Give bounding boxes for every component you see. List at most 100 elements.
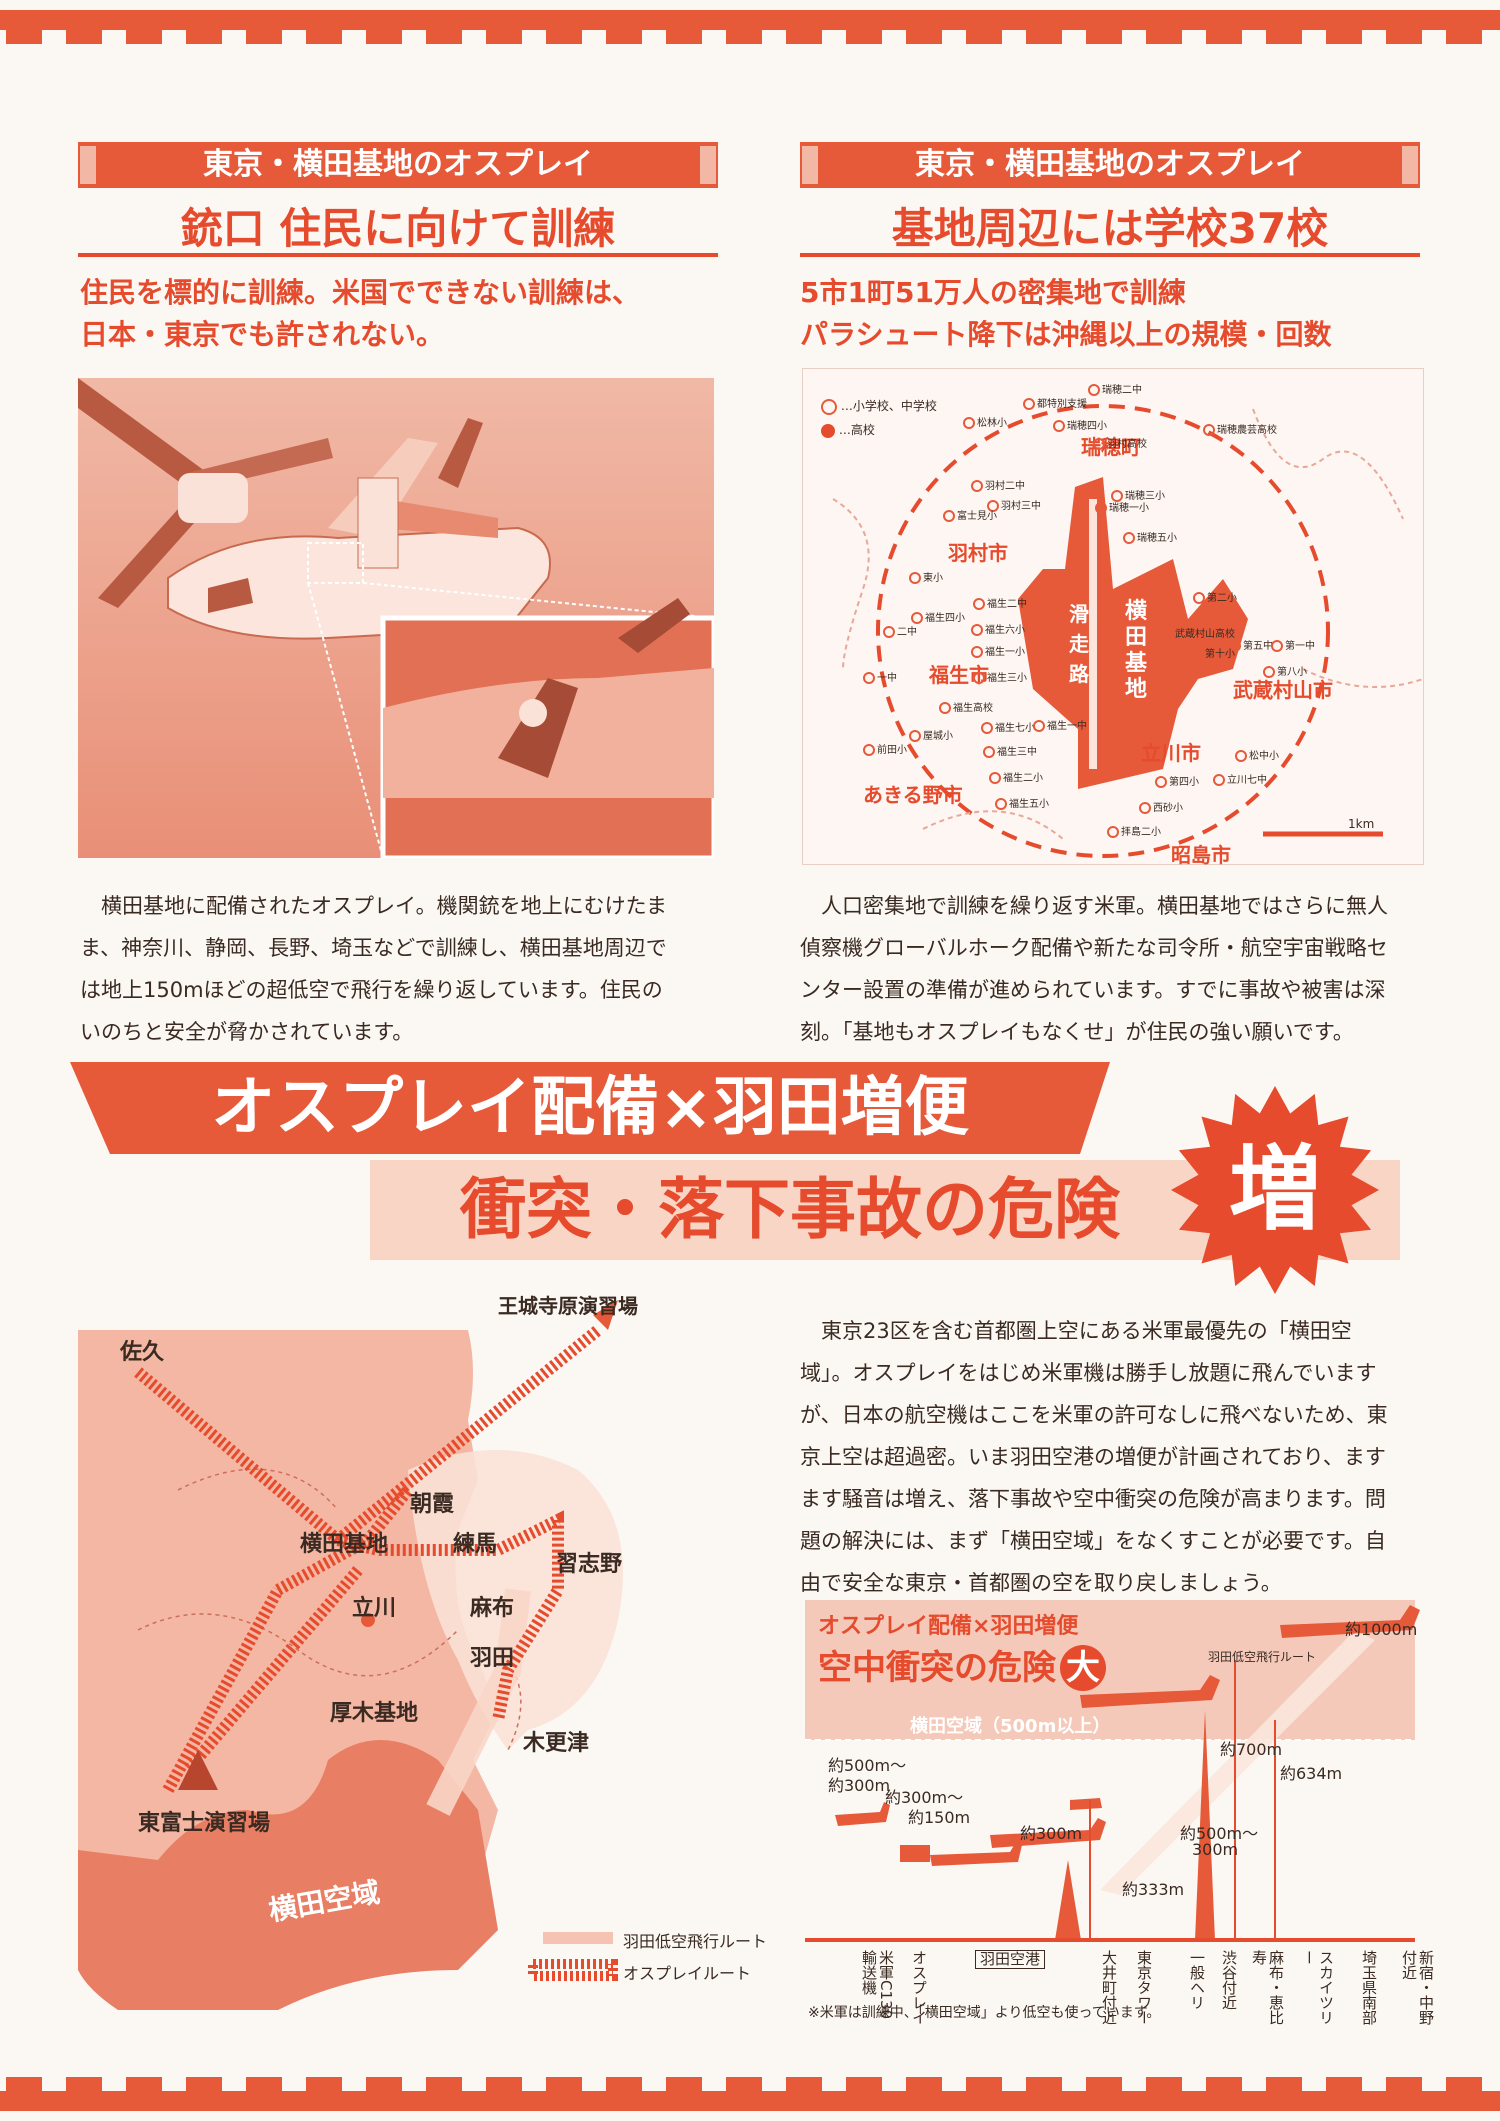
- school-label-text: 二中: [897, 627, 917, 638]
- school-label: 第十小: [1191, 645, 1235, 660]
- airspace-band-label: 横田空域（500m以上）: [910, 1716, 1111, 1737]
- school-label: 第八小: [1263, 663, 1307, 678]
- school-marker-icon: [863, 744, 875, 756]
- osprey-photo: [78, 378, 717, 861]
- school-label-text: 福生六小: [985, 625, 1025, 636]
- school-marker-icon: [911, 612, 923, 624]
- legend-school-text: …小学校、中学校: [840, 399, 937, 413]
- school-label: 第四小: [1155, 773, 1199, 788]
- school-label: 羽村三中: [987, 497, 1041, 512]
- school-label: 瑞穂一小: [1095, 499, 1149, 514]
- location-label: 米軍C130輸送機: [860, 1950, 895, 2020]
- left-body-line: いのちと安全が脅かされています。: [80, 1020, 414, 1044]
- school-marker-icon: [1088, 384, 1100, 396]
- route-map: 王城寺原演習場 佐久 朝霞 横田基地 練馬 習志野 立川 麻布 羽田 厚木基地 …: [78, 1290, 768, 2030]
- school-label: 西砂小: [1139, 799, 1183, 814]
- school-marker-icon: [1111, 490, 1123, 502]
- school-label: 福生五小: [995, 795, 1049, 810]
- increase-stamp: 増: [1170, 1085, 1380, 1295]
- school-label: 福生二小: [989, 769, 1043, 784]
- school-label: 福生三小: [973, 669, 1027, 684]
- school-label-text: 立川七中: [1227, 775, 1267, 786]
- right-panel-lead: 5市1町51万人の密集地で訓練 パラシュート降下は沖縄以上の規模・回数: [800, 272, 1440, 356]
- school-label-text: 松中小: [1249, 751, 1279, 762]
- school-marker-icon: [939, 702, 951, 714]
- school-marker-icon: [943, 510, 955, 522]
- place-label: 麻布: [470, 1596, 515, 1621]
- left-panel-tag: 東京・横田基地のオスプレイ: [78, 142, 718, 188]
- location-label: 新宿・中野付近: [1400, 1950, 1435, 2025]
- altitude-label: 約333m: [1122, 1880, 1185, 1899]
- location-label: スカイツリー: [1300, 1950, 1335, 2025]
- right-panel-tag: 東京・横田基地のオスプレイ: [800, 142, 1420, 188]
- school-marker-icon: [1155, 776, 1167, 788]
- legend-high: …高校: [821, 421, 875, 438]
- place-label: 立川: [352, 1596, 397, 1621]
- school-label: 立川七中: [1213, 771, 1267, 786]
- diagram-note: ※米軍は訓練中、「横田空域」より低空も使っています。: [808, 2005, 1161, 2021]
- left-tag-accent: [80, 146, 96, 184]
- legend-school: …小学校、中学校: [821, 397, 937, 415]
- school-label-text: 瑞穂一小: [1109, 503, 1149, 514]
- school-label-text: 福生五小: [1009, 799, 1049, 810]
- school-label: 二中: [883, 623, 917, 638]
- school-marker-icon: [1235, 750, 1247, 762]
- school-label-text: 松林小: [977, 418, 1007, 429]
- school-label: 瑞穂二中: [1088, 381, 1142, 396]
- school-label-text: 羽村二中: [985, 481, 1025, 492]
- scale-label: 1km: [1348, 817, 1375, 831]
- school-marker-icon: [1229, 640, 1241, 652]
- right-lead-line: パラシュート降下は沖縄以上の規模・回数: [800, 318, 1332, 351]
- legend-osprey-route: オスプレイルート: [623, 1964, 752, 1983]
- place-label: 習志野: [556, 1552, 623, 1577]
- left-panel-body: 横田基地に配備されたオスプレイ。機関銃を地上にむけたま ま、神奈川、静岡、長野、…: [80, 885, 720, 1053]
- altitude-label: 約300m: [828, 1776, 891, 1795]
- right-tag-accent-right: [1402, 146, 1418, 184]
- altitude-diagram: オスプレイ配備×羽田増便 空中衝突の危険大 横田空域（500m以上） 羽田低空飛…: [800, 1600, 1435, 2030]
- school-label: 松中小: [1235, 747, 1279, 762]
- school-marker-icon: [821, 398, 837, 415]
- altitude-label: 約1000m: [1345, 1620, 1418, 1639]
- banner-line1: オスプレイ配備×羽田増便: [70, 1062, 1110, 1154]
- diagram-tag: オスプレイ配備×羽田増便: [818, 1614, 1079, 1639]
- legend-high-text: …高校: [838, 423, 875, 437]
- right-lead-line: 5市1町51万人の密集地で訓練: [800, 276, 1186, 309]
- diagram-title-text: 空中衝突の危険: [818, 1648, 1056, 1688]
- altitude-label: 約500m〜: [828, 1756, 907, 1775]
- place-label: 練馬: [453, 1532, 498, 1557]
- left-lead-line: 日本・東京でも許されない。: [80, 318, 445, 351]
- school-label-text: 羽村高校: [1107, 439, 1147, 450]
- location-label: 東京タワー: [1135, 1950, 1153, 2025]
- school-marker-icon: [1093, 438, 1105, 450]
- school-label: 福生三中: [983, 743, 1037, 758]
- place-label: 王城寺原演習場: [498, 1294, 638, 1318]
- school-marker-icon: [1095, 502, 1107, 514]
- main-text-line: が、日本の航空機はここを米軍の許可なしに飛べないため、東: [800, 1403, 1388, 1427]
- location-label: オスプレイ: [910, 1950, 928, 2025]
- school-label-text: 福生二中: [987, 599, 1027, 610]
- school-label: 福生一小: [971, 643, 1025, 658]
- city-label: 瑞穂町: [1081, 435, 1141, 459]
- right-body-line: 刻。「基地もオスプレイもなくせ」が住民の強い願いです。: [800, 1020, 1354, 1044]
- haneda-route-label: 羽田低空飛行ルート: [1208, 1650, 1317, 1664]
- place-label: 佐久: [120, 1340, 165, 1365]
- school-marker-icon: [1193, 592, 1205, 604]
- left-body-line: ま、神奈川、静岡、長野、埼玉などで訓練し、横田基地周辺で: [80, 936, 667, 960]
- school-label-text: 第四小: [1169, 777, 1199, 788]
- place-label: 厚木基地: [330, 1701, 419, 1726]
- left-panel-lead: 住民を標的に訓練。米国でできない訓練は、 日本・東京でも許されない。: [80, 272, 730, 356]
- school-marker-icon: [963, 417, 975, 429]
- city-label: 武蔵村山市: [1233, 678, 1333, 702]
- school-marker-icon: [971, 480, 983, 492]
- school-label: 第二小: [1193, 589, 1237, 604]
- school-marker-icon: [995, 798, 1007, 810]
- altitude-label: 約300m: [1020, 1824, 1083, 1843]
- school-label-text: 都特別支援: [1037, 399, 1087, 410]
- city-label: 立川市: [1141, 741, 1201, 765]
- altitude-label: 約634m: [1280, 1764, 1343, 1783]
- right-panel-tag-text: 東京・横田基地のオスプレイ: [915, 147, 1305, 182]
- place-label: 木更津: [523, 1731, 590, 1756]
- base-label: 横田基地: [1125, 599, 1148, 702]
- school-label: 前田小: [863, 741, 907, 756]
- school-label: 富士見小: [943, 507, 997, 522]
